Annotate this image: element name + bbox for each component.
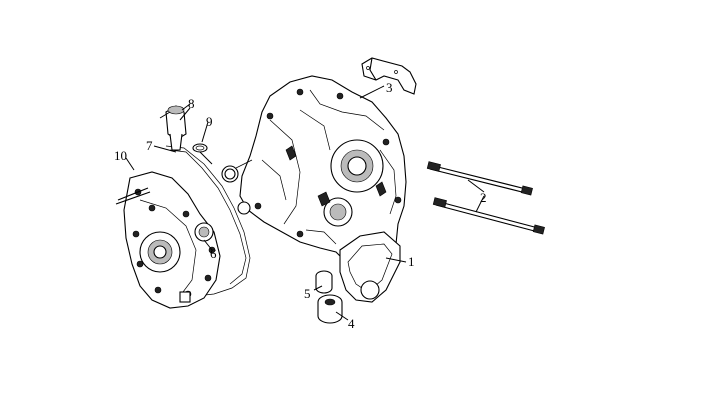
part-crankcase [221, 75, 407, 303]
part-sensor [159, 103, 191, 151]
callout-7: 7 [146, 138, 153, 153]
callout-4: 4 [348, 316, 355, 331]
callout-1: 1 [408, 254, 415, 269]
part-bushings [315, 270, 343, 324]
callout-9: 9 [206, 114, 213, 129]
part-bracket [361, 57, 417, 95]
part-studs [426, 161, 545, 235]
callout-8: 8 [188, 96, 195, 111]
part-oring [192, 143, 213, 165]
callout-2: 2 [480, 190, 487, 205]
callout-10: 10 [114, 148, 127, 163]
leader-lines [125, 85, 485, 321]
callout-5: 5 [304, 286, 311, 301]
callout-6: 6 [210, 246, 217, 261]
callout-3: 3 [386, 80, 393, 95]
part-side-cover [115, 171, 221, 309]
callout-labels: 1 2 3 4 5 6 7 8 9 10 [114, 80, 487, 331]
